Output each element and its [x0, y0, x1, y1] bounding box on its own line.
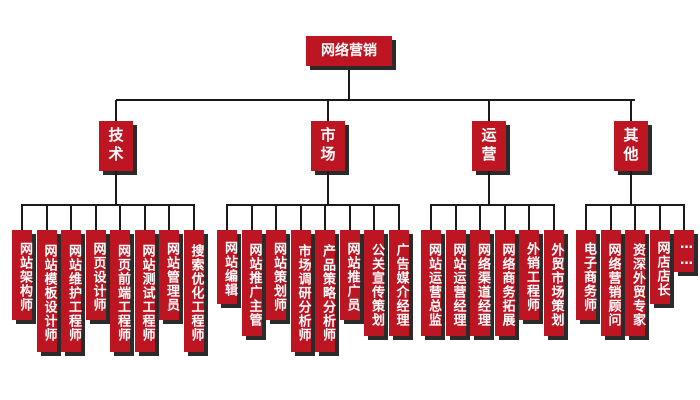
- leaf-connector: [250, 205, 253, 230]
- category-connector: [488, 100, 490, 121]
- leaf-connector: [552, 205, 555, 230]
- leaf-connector: [94, 205, 97, 230]
- leaf-connector: [683, 205, 685, 230]
- leaf-bus-line: [226, 204, 400, 206]
- leaf-node: 电子商务师: [576, 230, 596, 320]
- leaf-connector: [373, 205, 375, 230]
- leaf-connector: [503, 205, 506, 230]
- leaf-node: 公关宣传策划: [364, 230, 384, 336]
- leaf-connector: [275, 205, 277, 230]
- leaf-connector: [479, 205, 481, 230]
- leaf-connector: [634, 205, 636, 230]
- leaf-connector: [348, 205, 351, 230]
- leaf-connector: [192, 205, 195, 230]
- leaf-node: 网站运营经理: [445, 230, 466, 336]
- category-node: 市场: [311, 121, 345, 171]
- leaf-bus-line: [21, 204, 195, 206]
- leaf-node: 外销工程师: [519, 230, 539, 320]
- leaf-node: ……: [674, 230, 694, 272]
- leaf-connector: [226, 205, 228, 230]
- category-down-connector: [327, 171, 329, 205]
- leaf-connector: [585, 205, 587, 230]
- leaf-node: 网站管理员: [159, 230, 179, 320]
- leaf-node: 网站编辑: [217, 230, 237, 304]
- leaf-node: 外贸市场策划: [543, 230, 564, 336]
- leaf-node: 网店店长: [649, 230, 670, 304]
- root-node: 网络营销: [306, 36, 392, 66]
- leaf-node: 网站策划师: [266, 230, 286, 320]
- leaf-node: 网站推广员: [339, 230, 360, 320]
- leaf-node: 网站测试工程师: [134, 230, 155, 352]
- category-down-connector: [630, 171, 632, 205]
- category-down-connector: [115, 171, 117, 205]
- category-connector: [630, 100, 632, 121]
- leaf-node: 网站模板设计师: [36, 230, 57, 352]
- category-node: 运营: [472, 121, 506, 171]
- leaf-node: 网络商务拓展: [494, 230, 515, 336]
- leaf-connector: [119, 205, 121, 230]
- leaf-connector: [143, 205, 146, 230]
- category-bus-line: [116, 99, 635, 101]
- category-connector: [327, 100, 329, 121]
- leaf-connector: [658, 205, 661, 230]
- leaf-node: 广告媒介经理: [388, 230, 409, 336]
- leaf-node: 网站运营总监: [421, 230, 441, 336]
- leaf-connector: [324, 205, 326, 230]
- category-connector: [115, 100, 117, 121]
- leaf-connector: [299, 205, 302, 230]
- leaf-node: 网站维护工程师: [61, 230, 81, 352]
- leaf-connector: [609, 205, 612, 230]
- leaf-node: 网站推广主管: [241, 230, 262, 336]
- leaf-connector: [70, 205, 72, 230]
- category-node: 其他: [614, 121, 648, 171]
- leaf-connector: [21, 205, 23, 230]
- leaf-node: 网页前端工程师: [110, 230, 130, 352]
- leaf-node: 网络渠道经理: [470, 230, 490, 336]
- root-connector: [348, 66, 350, 100]
- leaf-node: 市场调研分析师: [290, 230, 311, 352]
- leaf-node: 网页设计师: [85, 230, 106, 320]
- leaf-node: 搜索优化工程师: [183, 230, 204, 352]
- leaf-connector: [528, 205, 530, 230]
- leaf-node: 产品策略分析师: [315, 230, 335, 352]
- leaf-node: 网络营销顾问: [600, 230, 621, 336]
- leaf-connector: [454, 205, 457, 230]
- leaf-bus-line: [430, 204, 555, 206]
- leaf-connector: [397, 205, 400, 230]
- category-down-connector: [488, 171, 490, 205]
- leaf-node: 网站架构师: [12, 230, 32, 320]
- category-node: 技术: [99, 121, 133, 171]
- leaf-connector: [168, 205, 170, 230]
- leaf-connector: [45, 205, 48, 230]
- leaf-connector: [430, 205, 432, 230]
- leaf-node: 资深外贸专家: [625, 230, 645, 336]
